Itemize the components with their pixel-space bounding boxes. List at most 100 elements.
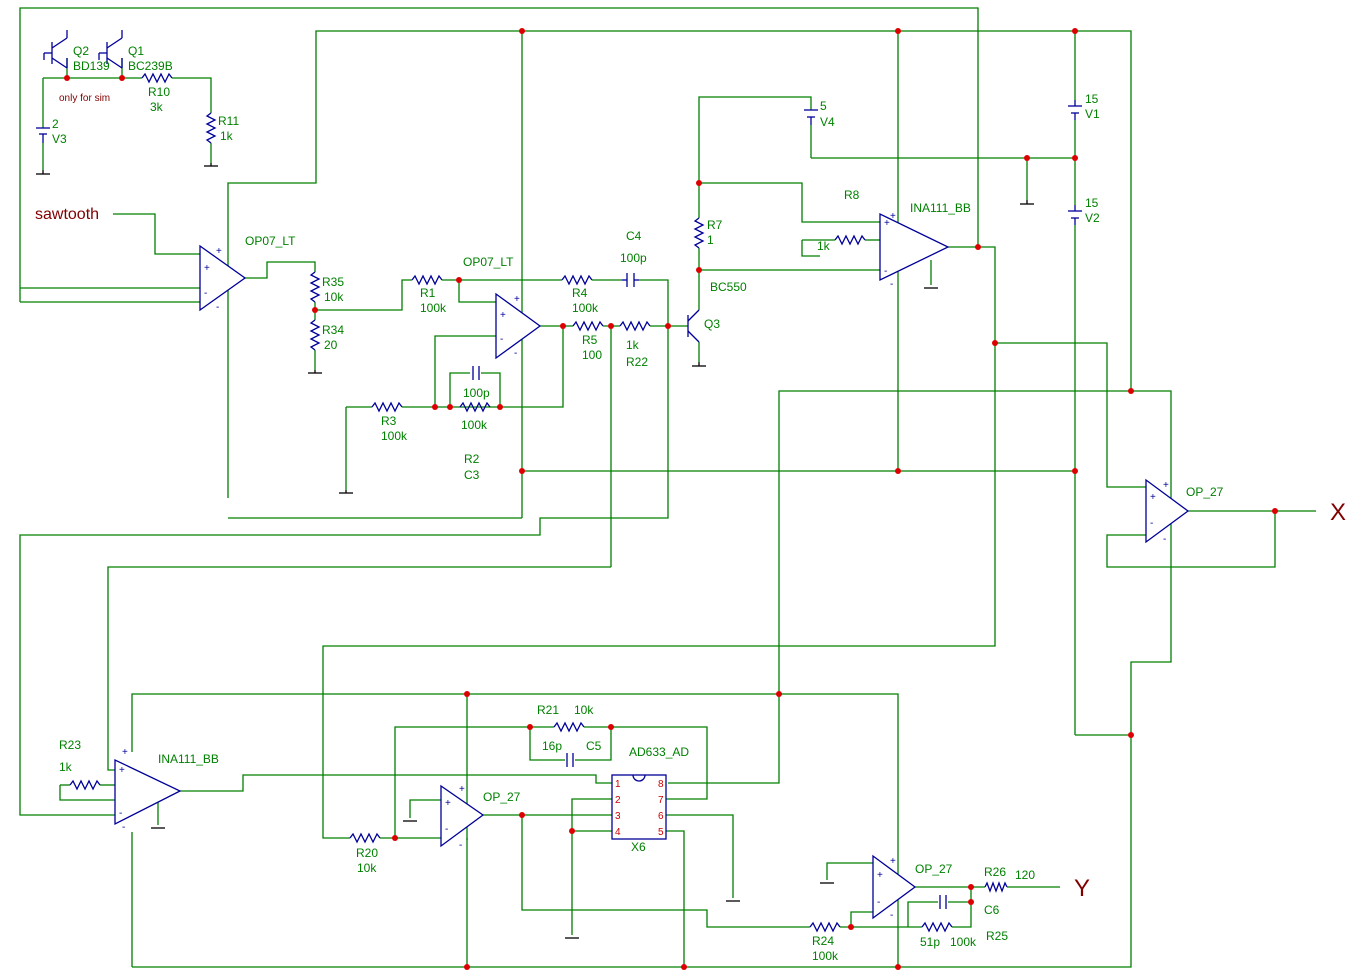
r5-val: 100 [582,348,602,362]
r7-val: 1 [707,233,714,247]
opamp-mid [440,784,485,848]
resistor-r23 [69,779,101,791]
capacitor-c6 [939,895,947,909]
r20-ref: R20 [356,846,378,860]
ina-bottom [114,758,182,826]
c5-ref: C5 [586,739,602,753]
resistor-r20 [349,832,381,844]
resistor-r22 [619,320,651,332]
ina-top-label: INA111_BB [910,201,971,215]
svg-text:-: - [1150,518,1153,529]
v4-val: 5 [820,99,827,113]
battery-v4 [804,109,818,125]
svg-text:+: + [1163,480,1169,491]
capacitor-c5 [566,753,574,767]
r2-ref: R2 [464,452,480,466]
pin-6: 6 [658,811,664,822]
r11-ref: R11 [218,114,239,128]
svg-text:-: - [445,824,448,835]
opamp-x-label: OP_27 [1186,485,1224,499]
r4-val: 100k [572,301,599,315]
q3-ref: Q3 [704,317,720,331]
svg-text:-: - [884,266,887,277]
resistor-r24 [809,921,841,933]
r26-ref: R26 [984,865,1006,879]
r10-ref: R10 [148,85,170,99]
opamp-mid-label: OP_27 [483,790,521,804]
c6-ref: C6 [984,903,1000,917]
resistor-r11 [205,112,217,144]
y-output-label: Y [1074,875,1090,902]
c3-val: 100p [463,386,490,400]
r21-ref: R21 [537,703,559,717]
resistor-r26 [984,881,1008,893]
q1-val: BC239B [128,59,173,73]
q2-ref: Q2 [73,44,89,58]
r25-ref: R25 [986,929,1008,943]
pin-8: 8 [658,779,664,790]
resistor-r3 [371,401,403,413]
svg-text:+: + [216,246,222,257]
svg-text:+: + [204,263,210,274]
ground-symbols [36,163,1034,939]
transistor-q3 [687,309,700,343]
svg-text:-: - [216,302,219,313]
pin-2: 2 [615,795,621,806]
c6-val: 51p [920,935,940,949]
multiplier-x6 [611,774,667,840]
r20-val: 10k [357,861,377,875]
r26-val: 120 [1015,868,1035,882]
q3-val: BC550 [710,280,747,294]
opamp-y-label: OP_27 [915,862,953,876]
r24-val: 100k [812,949,839,963]
svg-text:-: - [119,808,122,819]
resistor-r5 [572,320,604,332]
r23-ref: R23 [59,738,81,752]
opamp-pin-marks: +- +- +- +- +- +- +- +- +- +- +- +- +- +… [119,211,1169,921]
resistor-r21 [553,721,585,733]
ina-bottom-label: INA111_BB [158,752,219,766]
opamp-u2 [495,292,542,360]
mult-ref: X6 [631,840,646,854]
svg-text:+: + [459,784,465,795]
pin-7: 7 [658,795,664,806]
c5-val: 16p [542,739,562,753]
pin-3: 3 [615,811,621,822]
svg-text:+: + [877,870,883,881]
svg-text:+: + [514,294,520,305]
r7-ref: R7 [707,218,723,232]
transistor-q1 [98,30,123,69]
sawtooth-label: sawtooth [35,206,99,223]
opamp-x [1145,478,1190,544]
transistor-q2 [43,30,68,69]
resistor-r2 [459,401,491,413]
v2-ref: V2 [1085,211,1100,225]
r22-val: 1k [626,338,640,352]
r35-val: 10k [324,290,344,304]
u2-label: OP07_LT [463,255,514,269]
opamp-u1 [199,244,247,312]
resistor-r7 [693,217,705,249]
svg-text:-: - [890,279,893,290]
v3-val: 2 [52,117,59,131]
resistor-r1 [411,274,443,286]
r10-val: 3k [150,100,164,114]
opamp-y [872,854,917,920]
r35-ref: R35 [322,275,344,289]
q2-val: BD139 [73,59,110,73]
labels: sawtooth X Y only for sim Q2 BD139 Q1 BC… [35,44,1346,963]
svg-text:-: - [514,348,517,359]
ina-top [879,212,950,282]
r25-val: 100k [950,935,977,949]
r5-ref: R5 [582,333,598,347]
mult-pin-numbers: 1 2 3 4 5 6 7 8 [615,779,664,838]
r4-ref: R4 [572,286,588,300]
u1-label: OP07_LT [245,234,296,248]
svg-text:-: - [204,288,207,299]
v3-ref: V3 [52,132,67,146]
svg-text:+: + [890,211,896,222]
r1-ref: R1 [420,286,436,300]
v2-val: 15 [1085,196,1099,210]
battery-v2 [1068,205,1082,225]
